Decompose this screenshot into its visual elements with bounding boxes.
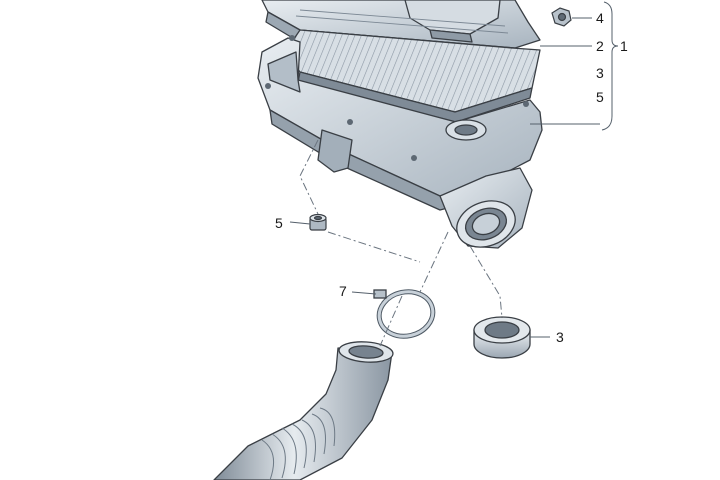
callout-3-seal: 3 bbox=[556, 329, 564, 345]
assembly-lines bbox=[299, 139, 503, 347]
hose-clamp-part-7 bbox=[373, 289, 436, 339]
callout-3-top: 3 bbox=[596, 65, 604, 81]
callout-4: 4 bbox=[596, 10, 604, 26]
leader-lines bbox=[289, 1, 619, 338]
callout-2: 2 bbox=[596, 38, 604, 54]
nut-part-4 bbox=[551, 7, 572, 27]
callout-5-top: 5 bbox=[596, 89, 604, 105]
nut-part-5 bbox=[309, 213, 327, 231]
housing-outlet-elbow bbox=[439, 167, 533, 249]
callout-7: 7 bbox=[339, 283, 347, 299]
callout-labels: 4 2 1 3 5 5 7 3 bbox=[275, 10, 628, 345]
seal-ring-part-3 bbox=[473, 316, 531, 359]
callout-5-nut: 5 bbox=[275, 215, 283, 231]
callout-1: 1 bbox=[620, 38, 628, 54]
intake-hose bbox=[213, 341, 394, 480]
